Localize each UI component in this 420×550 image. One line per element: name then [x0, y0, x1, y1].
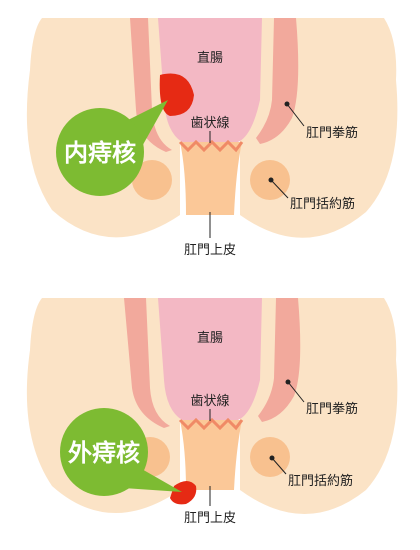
internal-callout-text: 内痔核: [64, 139, 136, 167]
sphincter-label: 肛門括約筋: [290, 196, 355, 212]
external-callout-text: 外痔核: [68, 439, 140, 467]
external-callout-bubble: [60, 408, 148, 496]
anoderm-label: 肛門上皮: [184, 243, 236, 258]
levator-ani-label: 肛門拳筋: [306, 401, 358, 417]
anal-canal: [180, 142, 242, 215]
rectum: [158, 298, 262, 420]
dentate-line-label: 歯状線: [190, 115, 229, 131]
right-levator-ani-muscle: [258, 298, 301, 422]
dentate-line-zigzag: [178, 139, 244, 153]
internal-hemorrhoid-diagram: 内痔核 直腸 歯状線 肛門拳筋 肛門括約筋 肛門上皮: [26, 18, 398, 258]
rectum-label: 直腸: [197, 51, 223, 66]
left-sphincter-muscle: [132, 160, 172, 200]
sphincter-leader: [271, 457, 287, 475]
levator-ani-leader: [286, 103, 305, 127]
external-hemorrhoid: [170, 481, 197, 505]
internal-hemorrhoid: [159, 73, 194, 116]
anoderm-label: 肛門上皮: [184, 511, 236, 526]
sphincter-label: 肛門括約筋: [288, 473, 353, 489]
rectum-label: 直腸: [197, 331, 223, 346]
dentate-line-label: 歯状線: [190, 393, 229, 409]
right-levator-ani-muscle: [256, 18, 299, 144]
sphincter-leader: [270, 179, 289, 199]
levator-ani-leader: [287, 381, 305, 403]
internal-callout-bubble: [56, 108, 144, 196]
external-hemorrhoid-diagram: 外痔核 直腸 歯状線 肛門拳筋 肛門括約筋 肛門上皮: [26, 298, 398, 526]
anal-canal: [180, 420, 242, 490]
levator-ani-label: 肛門拳筋: [306, 125, 358, 141]
dentate-line-zigzag: [178, 417, 244, 431]
left-levator-ani-muscle: [124, 298, 170, 428]
